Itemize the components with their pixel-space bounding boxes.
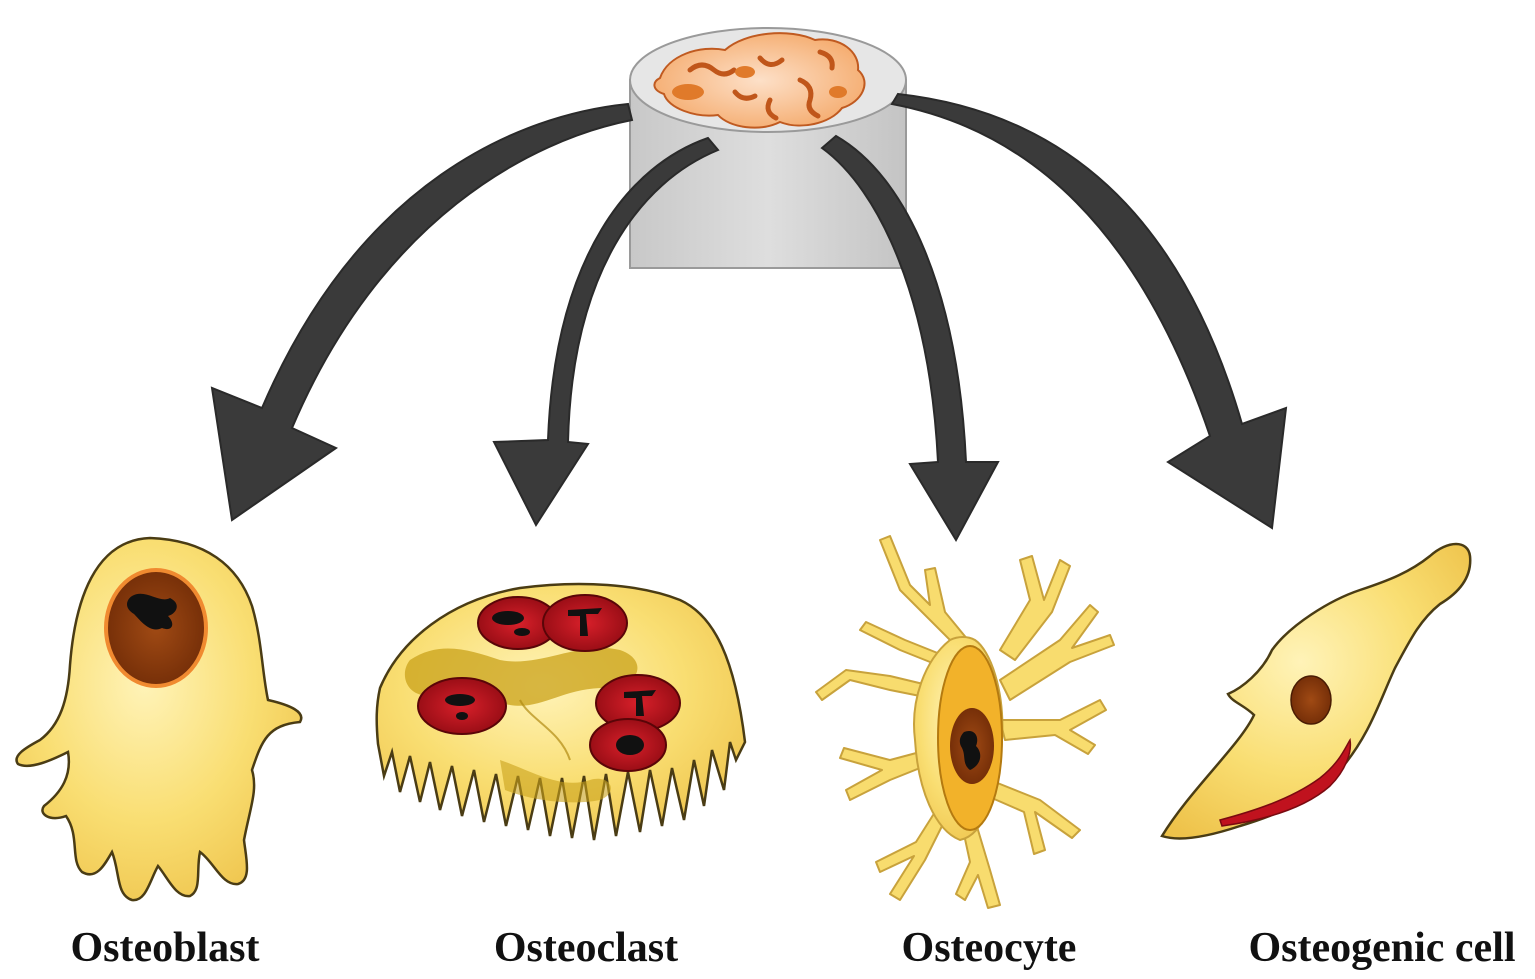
osteogenic-red-streak [1219, 737, 1352, 827]
arrow-to-osteogenic [890, 92, 1288, 530]
osteogenic-cell [1160, 542, 1472, 840]
osteoclast-cell [375, 582, 747, 841]
arrow-to-osteoclast [492, 136, 720, 528]
osteocyte-cell [815, 535, 1115, 909]
osteogenic-cell-label: Osteogenic cell [1248, 925, 1516, 971]
osteoblast-cell [15, 536, 303, 902]
bone-scaffold-cylinder-icon [629, 27, 907, 269]
tissue-mass [653, 32, 866, 129]
osteoblast-label: Osteoblast [70, 925, 260, 971]
osteocyte-label: Osteocyte [901, 925, 1077, 971]
arrow-to-osteoblast [210, 102, 634, 522]
curved-arrow-icon [210, 92, 1288, 543]
osteoclast-label: Osteoclast [493, 925, 679, 971]
osteoclast-nuclei [417, 594, 681, 772]
osteogenic-nucleus [1290, 675, 1332, 725]
arrow-to-osteocyte [820, 134, 1000, 543]
